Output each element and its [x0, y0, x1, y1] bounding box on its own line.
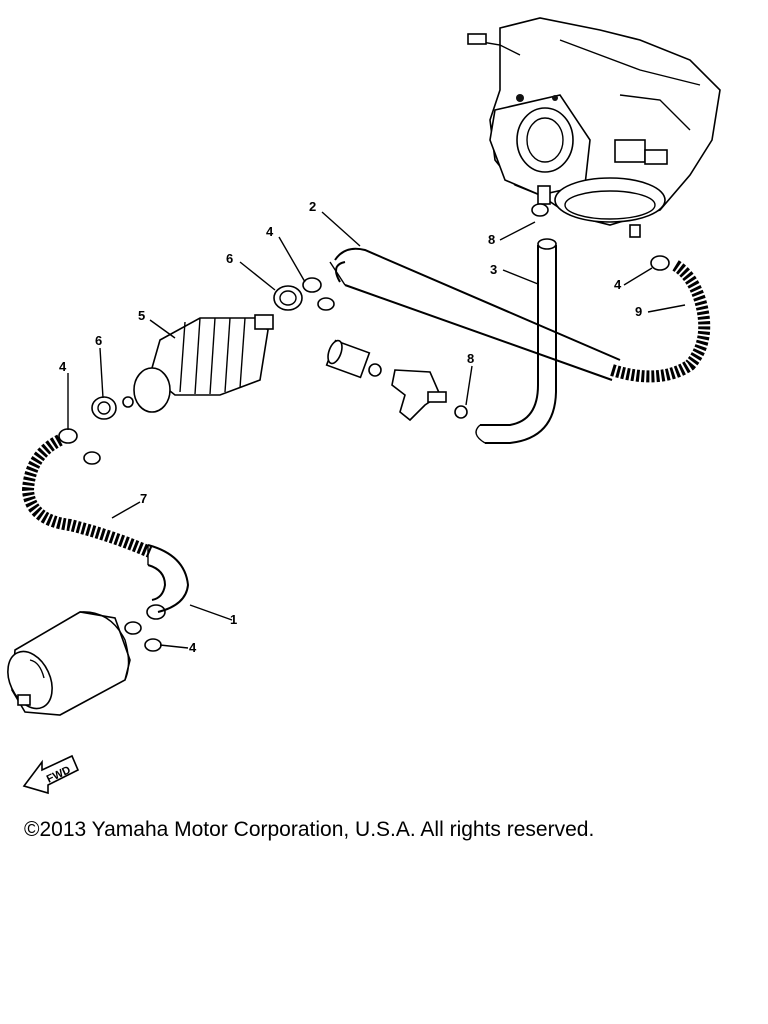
callout-4-d: 4 — [189, 640, 197, 655]
leader-lines — [67, 211, 686, 649]
callout-8-b: 8 — [467, 351, 474, 366]
fuel-hose-2 — [329, 247, 621, 381]
clamp-6-upper — [273, 285, 303, 311]
callout-3: 3 — [490, 262, 497, 277]
fuel-filter — [7, 611, 131, 716]
fuel-pump-5 — [133, 314, 274, 413]
callout-1: 1 — [230, 612, 237, 627]
callout-4-b: 4 — [59, 359, 67, 374]
fwd-arrow-icon: FWD — [22, 754, 80, 795]
t-fitting — [325, 339, 468, 422]
corrugated-hose-7 — [21, 434, 153, 558]
hose-clips-4 — [58, 203, 670, 652]
corrugated-hose-9 — [610, 259, 711, 383]
callout-9: 9 — [635, 304, 642, 319]
clamp-6-lower — [91, 396, 134, 420]
fuel-hose-1 — [147, 544, 190, 613]
copyright-notice: ©2013 Yamaha Motor Corporation, U.S.A. A… — [24, 818, 595, 841]
vent-hose-3 — [475, 238, 557, 444]
carburetor — [467, 17, 721, 238]
callout-4-a: 4 — [266, 224, 274, 239]
callout-8-a: 8 — [488, 232, 495, 247]
callout-5: 5 — [138, 308, 145, 323]
callout-7: 7 — [140, 491, 147, 506]
callout-4-c: 4 — [614, 277, 622, 292]
callout-6-a: 6 — [226, 251, 233, 266]
callout-2: 2 — [309, 199, 316, 214]
callout-6-b: 6 — [95, 333, 102, 348]
